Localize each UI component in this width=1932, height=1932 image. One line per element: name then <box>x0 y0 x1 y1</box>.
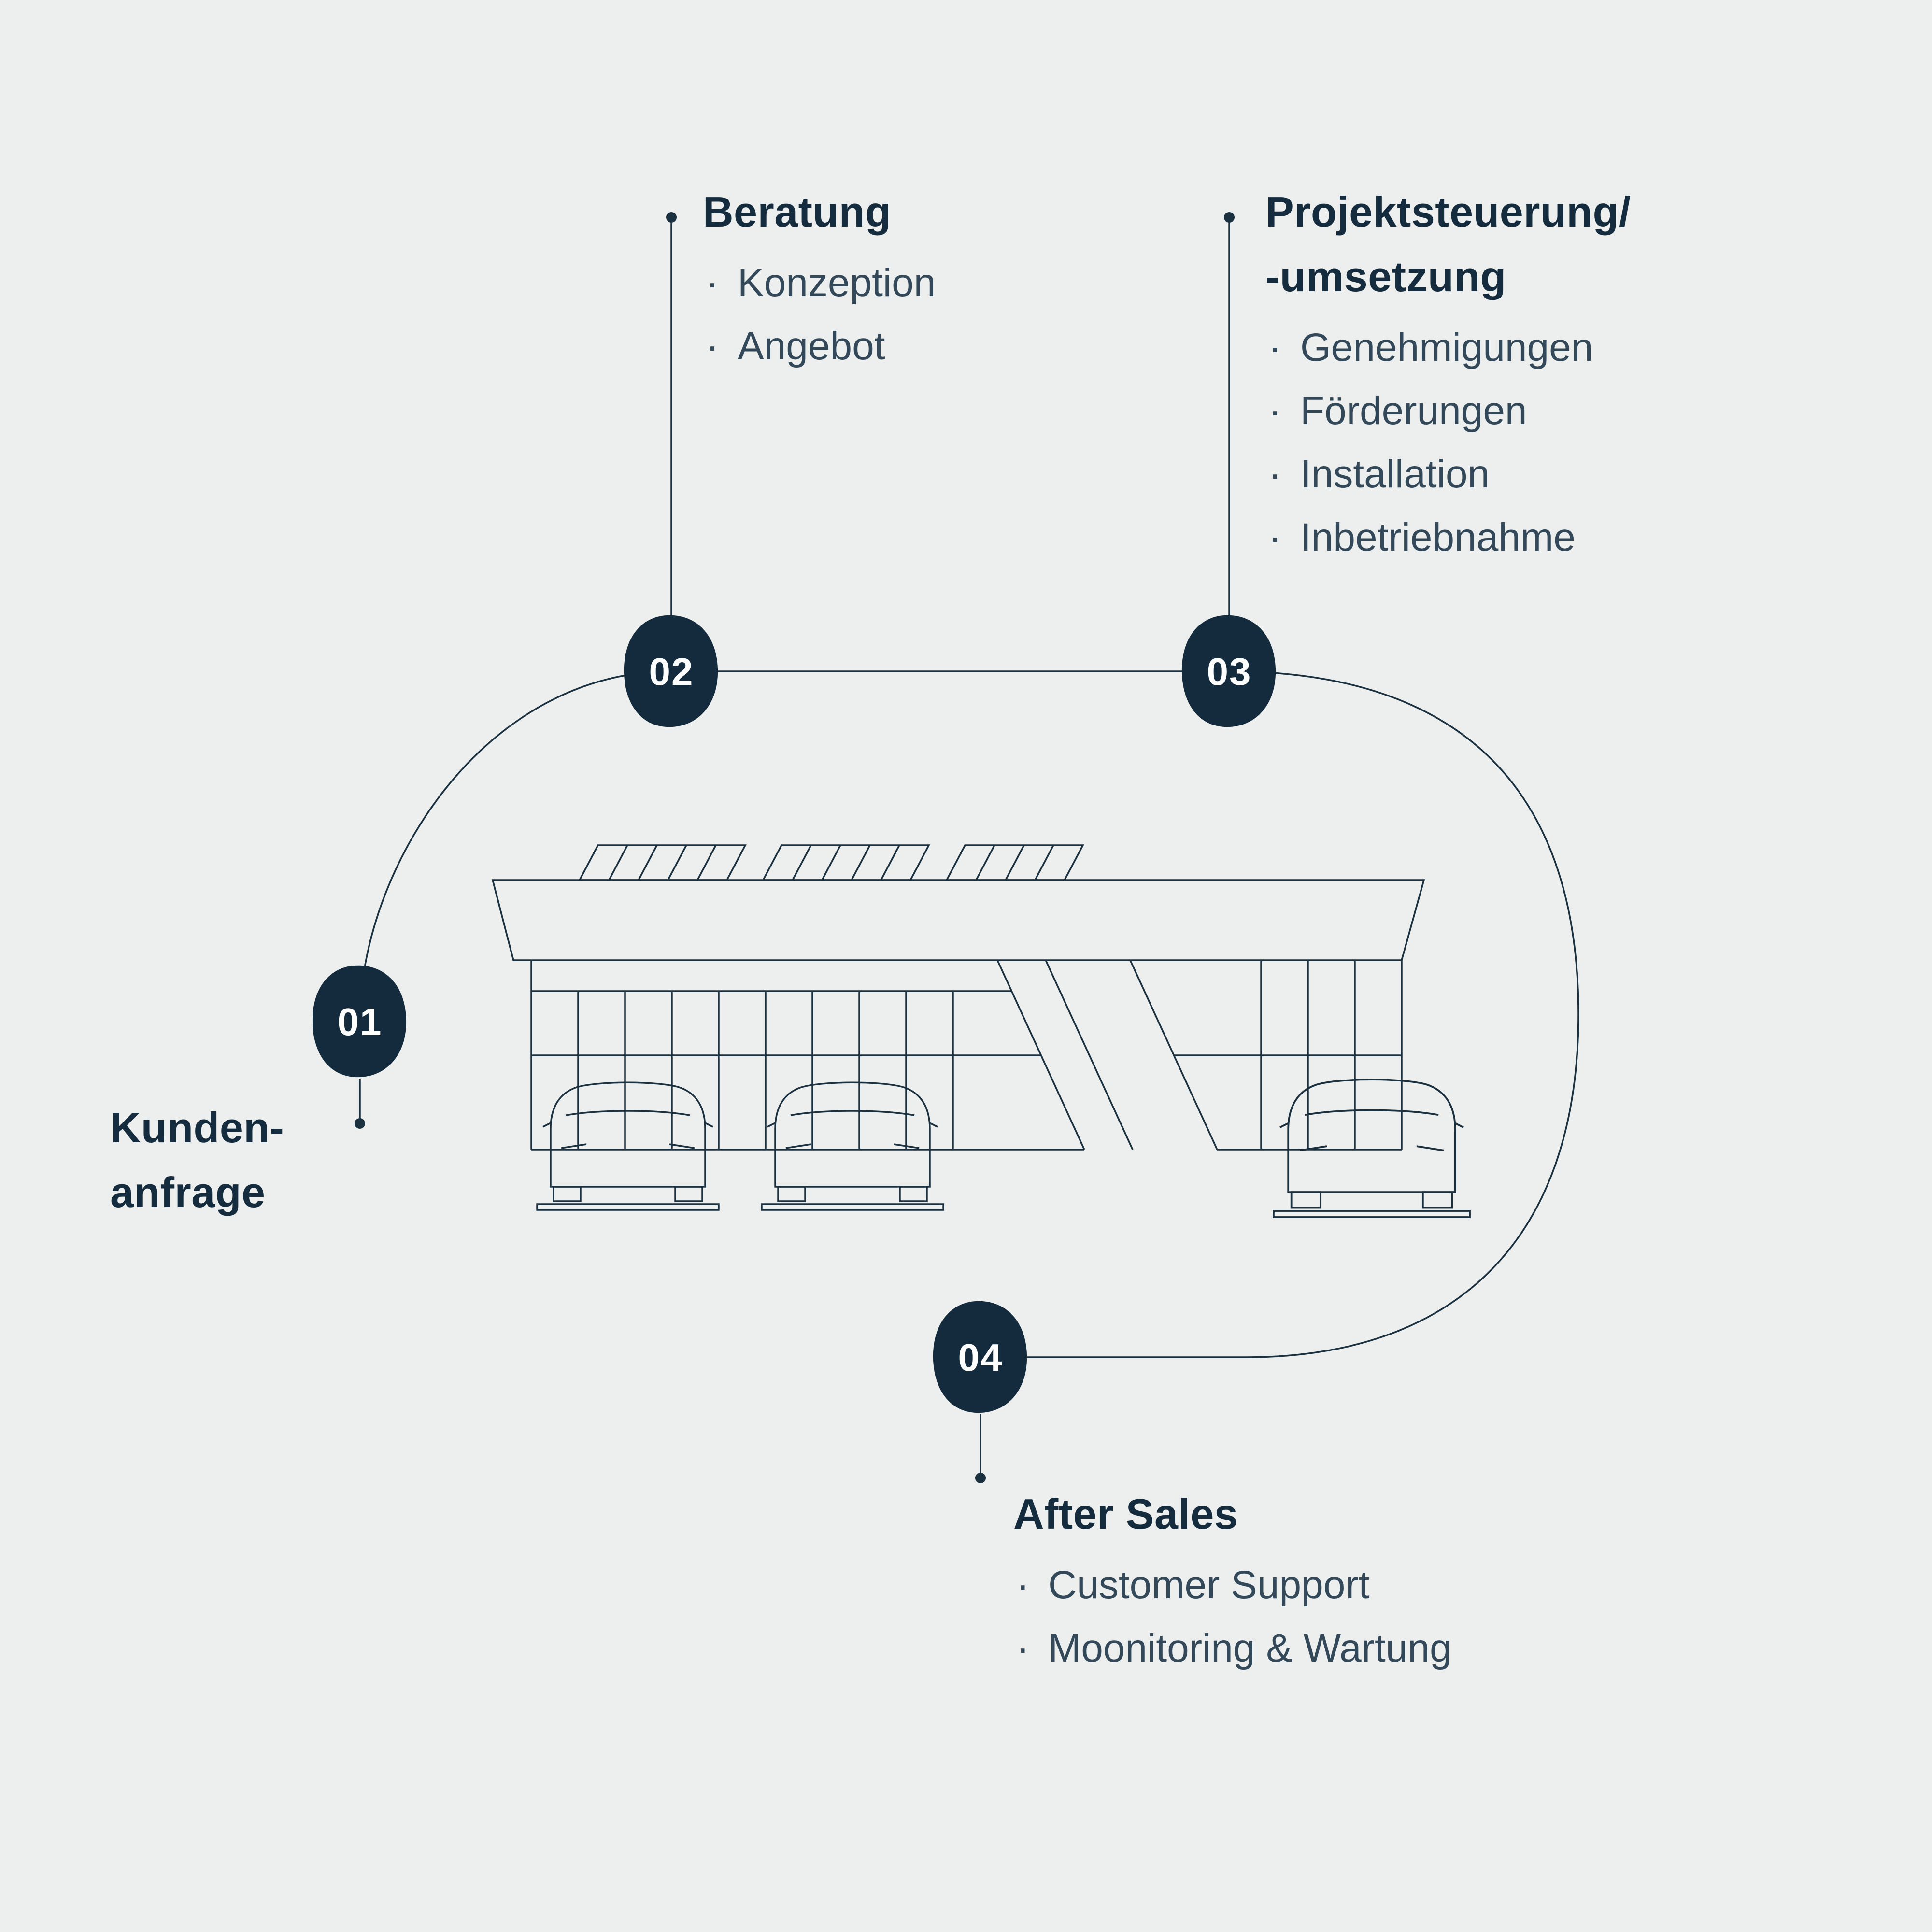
left-glass-wall <box>530 961 1084 1151</box>
bullet-text: Genehmigungen <box>1300 325 1593 369</box>
bullet-dot: · <box>1268 388 1282 433</box>
bullet-item: · Installation <box>1265 442 1631 506</box>
bullet-text: Angebot <box>738 324 885 368</box>
bullet-dot: · <box>706 260 719 305</box>
title-line: Projektsteuerung/ <box>1265 188 1631 236</box>
step-02-bullets: · Konzeption · Angebot <box>703 251 936 378</box>
bullet-item: · Moonitoring & Wartung <box>1013 1617 1452 1680</box>
bullet-dot: · <box>1016 1563 1030 1607</box>
leader-dot <box>666 212 677 223</box>
step-01-title: Kunden- anfrage <box>110 1095 284 1225</box>
bullet-item: · Inbetriebnahme <box>1265 506 1631 569</box>
carport-roof <box>491 879 1425 961</box>
title-line: After Sales <box>1013 1490 1238 1538</box>
solar-carport-illustration <box>491 844 1471 1218</box>
bullet-dot: · <box>706 324 719 368</box>
diagonal-support <box>996 960 1134 1150</box>
leader-dots <box>355 212 1235 1483</box>
bullet-dot: · <box>1268 452 1282 496</box>
bullet-dot: · <box>1016 1626 1030 1670</box>
leader-lines <box>359 220 1230 1474</box>
step-04-bullets: · Customer Support · Moonitoring & Wartung <box>1013 1553 1452 1680</box>
leader-dot <box>355 1118 365 1129</box>
step-number-04: 04 <box>958 1336 1003 1379</box>
step-02-title: Beratung <box>703 180 936 244</box>
bullet-text: Installation <box>1300 452 1490 496</box>
step-04-label: After Sales · Customer Support · Moonitori… <box>1013 1482 1452 1680</box>
title-line: Beratung <box>703 188 892 236</box>
title-line: anfrage <box>110 1168 266 1216</box>
bullet-text: Moonitoring & Wartung <box>1048 1626 1452 1670</box>
step-04-title: After Sales <box>1013 1482 1452 1547</box>
step-03-label: Projektsteuerung/ -umsetzung · Genehmigun… <box>1265 180 1631 569</box>
step-03-bullets: · Genehmigungen · Förderungen · Installatio… <box>1265 316 1631 569</box>
step-02-label: Beratung · Konzeption · Angebot <box>703 180 936 378</box>
bullet-text: Customer Support <box>1048 1563 1370 1607</box>
bullet-item: · Genehmigungen <box>1265 316 1631 379</box>
step-nodes: 01 02 03 04 <box>312 615 1276 1413</box>
step-01-label: Kunden- anfrage <box>110 1095 284 1225</box>
step-number-02: 02 <box>649 650 694 693</box>
bullet-dot: · <box>1268 515 1282 560</box>
solar-panels-group-2 <box>762 844 930 881</box>
title-line: Kunden- <box>110 1104 284 1151</box>
bullet-item: · Förderungen <box>1265 379 1631 442</box>
car-right <box>1273 1079 1471 1218</box>
bullet-item: · Angebot <box>703 314 936 378</box>
solar-panels-group-3 <box>945 844 1084 881</box>
leader-dot <box>975 1473 986 1483</box>
bullet-item: · Konzeption <box>703 251 936 314</box>
step-number-01: 01 <box>338 1000 383 1043</box>
right-glass-wall <box>1129 960 1403 1151</box>
solar-panels-group-1 <box>578 844 747 881</box>
bullet-item: · Customer Support <box>1013 1553 1452 1617</box>
bullet-dot: · <box>1268 325 1282 369</box>
bullet-text: Konzeption <box>738 260 936 305</box>
car-left <box>536 1081 720 1211</box>
journey-loop-path <box>359 670 1579 1358</box>
car-middle <box>761 1081 944 1211</box>
bullet-text: Förderungen <box>1300 388 1527 433</box>
bullet-text: Inbetriebnahme <box>1300 515 1576 560</box>
step-03-title: Projektsteuerung/ -umsetzung <box>1265 180 1631 309</box>
leader-dot <box>1224 212 1235 223</box>
step-number-03: 03 <box>1207 650 1252 693</box>
title-line: -umsetzung <box>1265 252 1506 300</box>
